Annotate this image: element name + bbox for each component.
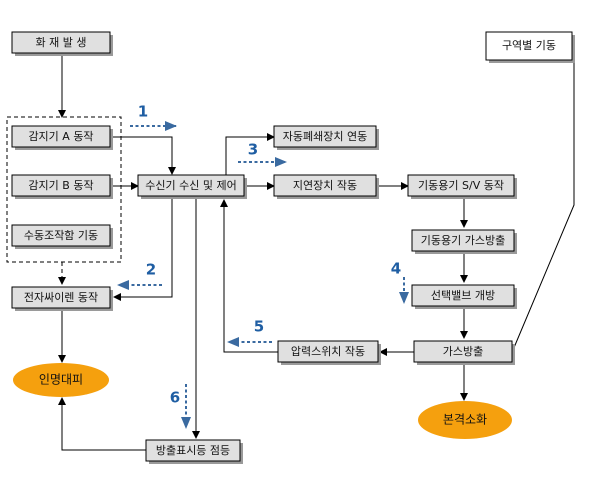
line-zone-to-release bbox=[512, 63, 575, 351]
node-extinguish-label: 본격소화 bbox=[443, 413, 487, 427]
node-siren-label: 전자싸이렌 동작 bbox=[24, 291, 98, 304]
node-extinguish: 본격소화 bbox=[418, 401, 512, 439]
node-indicator: 방출표시등 점등 bbox=[145, 439, 243, 464]
connectors bbox=[58, 55, 575, 451]
node-fire-label: 화 재 발 생 bbox=[36, 36, 87, 49]
node-indicator-label: 방출표시등 점등 bbox=[156, 444, 230, 457]
node-cylinder-gas-label: 기동용기 가스방출 bbox=[421, 234, 505, 247]
node-gas-release-label: 가스방출 bbox=[443, 345, 483, 358]
arrow-control-to-autoclose bbox=[225, 133, 275, 177]
node-selector-label: 선택밸브 개방 bbox=[431, 289, 495, 302]
node-gas-release: 가스방출 bbox=[413, 340, 515, 365]
node-fire: 화 재 발 생 bbox=[11, 31, 113, 56]
arrow-indicator-to-evacuate bbox=[58, 397, 146, 451]
node-cylinder-sv-label: 기동용기 S/V 동작 bbox=[418, 179, 504, 192]
step-number-2: 2 bbox=[146, 261, 156, 279]
node-sensor-b: 감지기 B 동작 bbox=[11, 174, 113, 199]
node-sensor-b-label: 감지기 B 동작 bbox=[28, 179, 93, 192]
node-sensor-a-label: 감지기 A 동작 bbox=[28, 130, 93, 143]
node-sensor-a: 감지기 A 동작 bbox=[11, 125, 113, 150]
arrow-control-to-siren bbox=[113, 197, 173, 301]
node-auto-close-label: 자동폐쇄장치 연동 bbox=[283, 130, 367, 143]
node-siren: 전자싸이렌 동작 bbox=[11, 286, 113, 311]
node-evacuate-label: 인명대피 bbox=[39, 373, 83, 387]
node-auto-close: 자동폐쇄장치 연동 bbox=[273, 125, 379, 150]
step-indicators: 1 2 3 4 5 6 bbox=[117, 103, 409, 429]
node-control-label: 수신기 수신 및 제어 bbox=[145, 179, 236, 192]
node-cylinder-sv: 기동용기 S/V 동작 bbox=[407, 174, 517, 199]
node-pressure-switch-label: 압력스위치 작동 bbox=[291, 345, 365, 358]
node-zone: 구역별 기동 bbox=[485, 31, 575, 63]
node-evacuate: 인명대피 bbox=[13, 363, 109, 397]
step-number-5: 5 bbox=[254, 318, 264, 336]
detector-group-frame bbox=[6, 116, 122, 263]
node-zone-label: 구역별 기동 bbox=[502, 39, 556, 52]
step-number-6: 6 bbox=[170, 389, 180, 407]
node-cylinder-gas: 기동용기 가스방출 bbox=[411, 229, 517, 254]
step-number-4: 4 bbox=[391, 260, 401, 278]
node-manual: 수동조작함 기동 bbox=[11, 224, 113, 249]
node-manual-label: 수동조작함 기동 bbox=[24, 229, 98, 242]
node-control: 수신기 수신 및 제어 bbox=[137, 174, 247, 199]
node-delay-label: 지연장치 작동 bbox=[293, 179, 357, 192]
node-delay: 지연장치 작동 bbox=[273, 174, 379, 199]
step-number-3: 3 bbox=[248, 141, 258, 159]
process-boxes: 화 재 발 생 감지기 A 동작 감지기 B 동작 수동조작함 기동 수신기 수… bbox=[11, 31, 575, 464]
arrow-sensor-a-to-control bbox=[112, 136, 176, 175]
arrow-pressure-to-control bbox=[220, 199, 278, 353]
node-pressure-switch: 압력스위치 작동 bbox=[277, 340, 381, 365]
step-number-1: 1 bbox=[138, 103, 148, 121]
node-selector: 선택밸브 개방 bbox=[411, 284, 517, 309]
